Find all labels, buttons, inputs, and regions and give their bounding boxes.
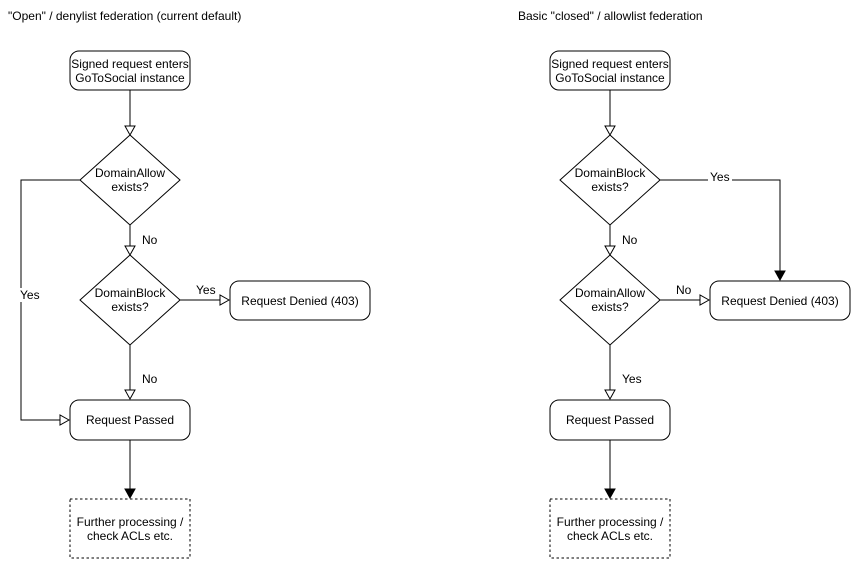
denied-node-box <box>709 280 851 321</box>
arrowhead-open-icon <box>124 389 136 401</box>
start-node-line1: Signed request enters <box>551 56 669 71</box>
edge-decision1-yes-to-denied <box>660 179 781 271</box>
passed-node-label: Request Passed <box>70 400 190 440</box>
edge-label-yes: Yes <box>708 170 732 184</box>
arrowhead-filled-icon <box>124 488 136 500</box>
arrowhead-open-icon <box>124 125 136 137</box>
edge-label-no: No <box>676 283 692 297</box>
arrowhead-filled-icon <box>604 488 616 500</box>
edge-label-yes: Yes <box>196 283 216 297</box>
further-node-box <box>549 498 671 559</box>
decision2-label: DomainBlock exists? <box>80 286 180 314</box>
arrowhead-open-icon <box>124 245 136 257</box>
further-node-line1: Further processing / <box>556 514 664 529</box>
start-node-label: Signed request enters GoToSocial instanc… <box>543 51 677 90</box>
passed-node-label: Request Passed <box>550 400 670 440</box>
arrowhead-open-icon <box>219 294 231 306</box>
edge-label-no: No <box>142 372 158 386</box>
denied-node-label: Request Denied (403) <box>710 281 850 320</box>
passed-node-text: Request Passed <box>85 413 175 427</box>
decision2-line1: DomainBlock <box>94 286 166 300</box>
edge-label-yes: Yes <box>622 372 642 386</box>
denied-node-box <box>229 280 371 321</box>
start-node-line2: GoToSocial instance <box>75 70 185 85</box>
decision2-label: DomainAllow exists? <box>560 286 660 314</box>
decision1-line2: exists? <box>591 180 629 194</box>
further-node-label: Further processing / check ACLs etc. <box>543 499 677 558</box>
arrowhead-filled-icon <box>774 270 786 282</box>
decision2-line2: exists? <box>591 300 629 314</box>
start-node-line2: GoToSocial instance <box>555 70 665 85</box>
arrowhead-open-icon <box>59 414 71 426</box>
passed-node-text: Request Passed <box>565 413 655 427</box>
arrowhead-open-icon <box>699 294 711 306</box>
decision1-label: DomainAllow exists? <box>80 166 180 194</box>
flowchart-closed-allowlist <box>549 50 851 559</box>
further-node-line1: Further processing / <box>76 514 184 529</box>
diagram-title: Basic "closed" / allowlist federation <box>518 9 703 23</box>
further-node-line2: check ACLs etc. <box>86 528 174 543</box>
edge-label-no: No <box>142 233 158 247</box>
decision1-line1: DomainBlock <box>574 166 646 180</box>
denied-node-text: Request Denied (403) <box>721 293 839 308</box>
edge-label-no: No <box>622 233 638 247</box>
diagram-title: "Open" / denylist federation (current de… <box>8 9 242 23</box>
start-node-line1: Signed request enters <box>71 56 189 71</box>
decision2-line2: exists? <box>111 300 149 314</box>
start-node-label: Signed request enters GoToSocial instanc… <box>63 51 197 90</box>
arrowhead-open-icon <box>604 245 616 257</box>
arrowhead-open-icon <box>604 125 616 137</box>
further-node-label: Further processing / check ACLs etc. <box>63 499 197 558</box>
denied-node-label: Request Denied (403) <box>230 281 370 320</box>
edge-label-yes: Yes <box>18 288 42 302</box>
further-node-line2: check ACLs etc. <box>566 528 654 543</box>
decision1-label: DomainBlock exists? <box>560 166 660 194</box>
arrowhead-open-icon <box>604 389 616 401</box>
decision1-line1: DomainAllow <box>94 166 166 180</box>
denied-node-text: Request Denied (403) <box>241 293 359 308</box>
decision1-line2: exists? <box>111 180 149 194</box>
decision2-line1: DomainAllow <box>574 286 646 300</box>
further-node-box <box>69 498 191 559</box>
flowchart-open-denylist <box>20 50 371 559</box>
